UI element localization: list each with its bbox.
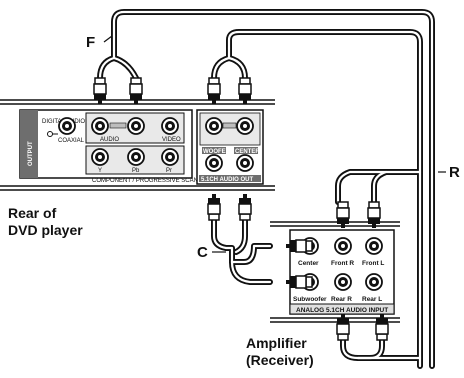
- pr-label: Pr: [166, 168, 172, 174]
- amp-front-plugs: [336, 201, 381, 229]
- coaxial-jack: [58, 117, 76, 135]
- y-jack: [91, 148, 109, 166]
- pb-label: Pb: [132, 168, 140, 174]
- amp-rear-l-label: Rear L: [362, 296, 382, 303]
- pr-jack: [161, 148, 179, 166]
- digital-indicator: [47, 131, 53, 137]
- y-label: Y: [98, 168, 102, 174]
- mid-top-left-jack: [205, 117, 223, 135]
- label-r: R: [449, 164, 460, 181]
- coaxial-label: COAXIAL: [58, 138, 85, 144]
- rear-of-dvd-line1: Rear of: [8, 205, 57, 221]
- center-out-label: CENTER: [235, 149, 260, 155]
- label-f: F: [86, 34, 96, 51]
- audio-bridge: [109, 122, 127, 129]
- video-jack: [161, 117, 179, 135]
- amp-front-l-jack: [365, 237, 383, 255]
- amplifier-rear-panel: Center Front R Front L Subwoofer Rear R …: [270, 221, 400, 323]
- amplifier-line2: (Receiver): [246, 352, 314, 368]
- mid-top-right-jack: [236, 117, 254, 135]
- mid-out-label: 5.1CH AUDIO OUT: [201, 177, 253, 183]
- component-label: COMPONENT / PROGRESSIVE SCAN: [92, 178, 198, 184]
- amp-rear-l-jack: [365, 273, 383, 291]
- amp-front-l-label: Front L: [362, 260, 384, 267]
- video-label: VIDEO: [162, 137, 181, 143]
- dvd-rear-panel: OUTPUT DIGITAL AUDIO COAXIAL AUDIO VIDEO…: [0, 99, 275, 191]
- amp-front-r-jack: [334, 237, 352, 255]
- amp-rear-r-label: Rear R: [331, 296, 352, 303]
- center-out-jack: [236, 154, 254, 172]
- f-leader: [103, 35, 113, 43]
- cable-c-top-plugs: [207, 193, 252, 221]
- output-strip: [20, 110, 38, 178]
- amp-rear-r-jack: [334, 273, 352, 291]
- rear-of-dvd-line2: DVD player: [8, 222, 83, 238]
- woofer-label: WOOFER: [203, 149, 231, 155]
- audio-left-jack: [127, 117, 145, 135]
- woofer-out-jack: [205, 154, 223, 172]
- pb-jack: [127, 148, 145, 166]
- audio-label: AUDIO: [100, 137, 119, 143]
- amp-subwoofer-label: Subwoofer: [293, 296, 327, 303]
- output-label: OUTPUT: [28, 141, 34, 166]
- dvd-51ch-output-panel: WOOFER CENTER 5.1CH AUDIO OUT: [196, 109, 264, 185]
- amp-footer-label: ANALOG 5.1CH AUDIO INPUT: [296, 307, 388, 314]
- amp-front-r-label: Front R: [331, 260, 354, 267]
- audio-right-jack: [91, 117, 109, 135]
- cables-fill: [98, 10, 434, 368]
- amp-center-label: Center: [298, 260, 319, 267]
- label-c: C: [197, 244, 208, 261]
- amplifier-line1: Amplifier: [246, 335, 307, 351]
